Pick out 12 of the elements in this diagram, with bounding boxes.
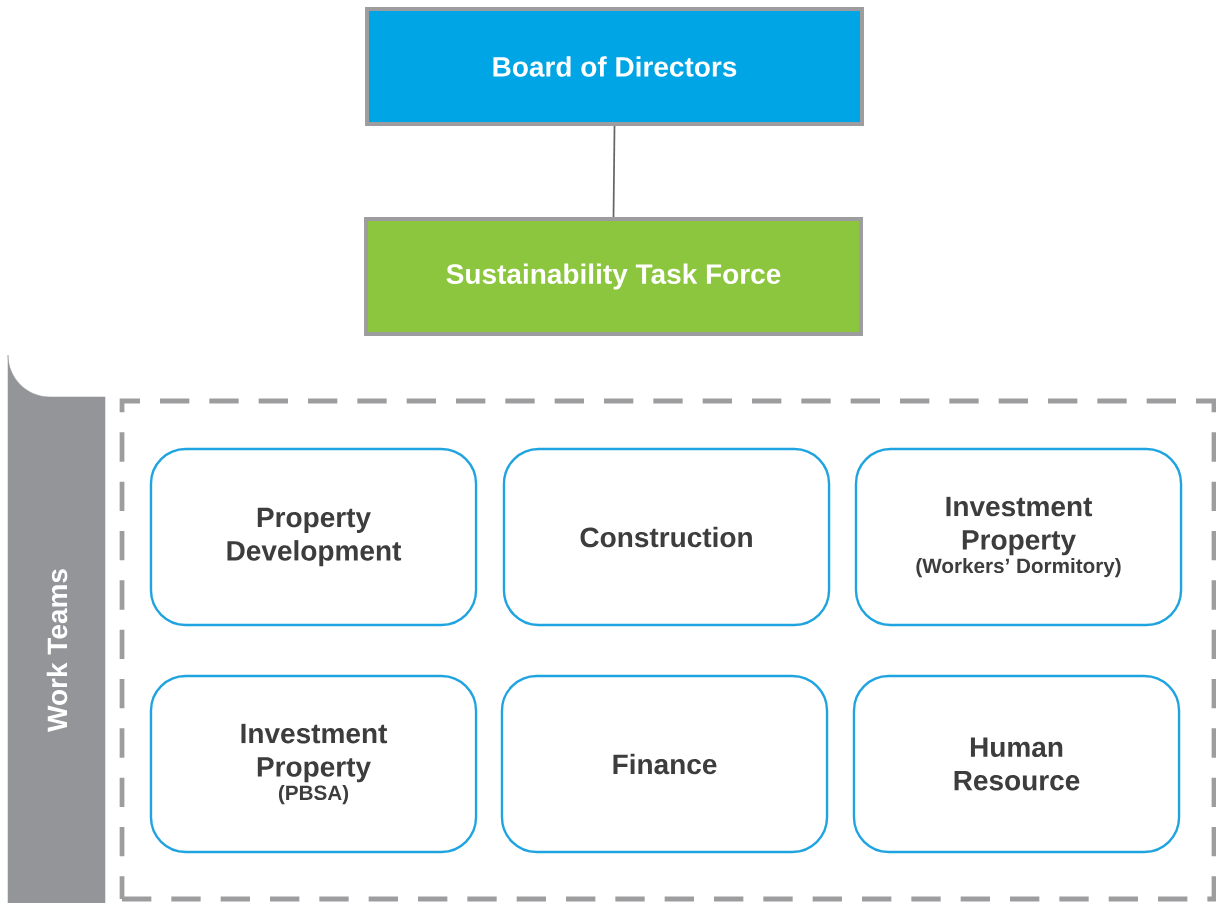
connector-line [612,125,616,218]
task-force-box: Sustainability Task Force [364,217,863,336]
side-tab: Work Teams [7,354,106,903]
team-box: Finance [500,674,829,854]
board-box: Board of Directors [365,7,864,126]
team-box: Property Development [149,447,478,627]
team-box: Construction [502,447,831,627]
node-label: Work Teams [46,569,68,732]
team-box: Investment Property (PBSA) [149,674,478,854]
group-frame [119,398,1216,902]
team-box: Investment Property (Workers’ Dormitory) [854,447,1183,627]
team-box: Human Resource [852,674,1181,854]
